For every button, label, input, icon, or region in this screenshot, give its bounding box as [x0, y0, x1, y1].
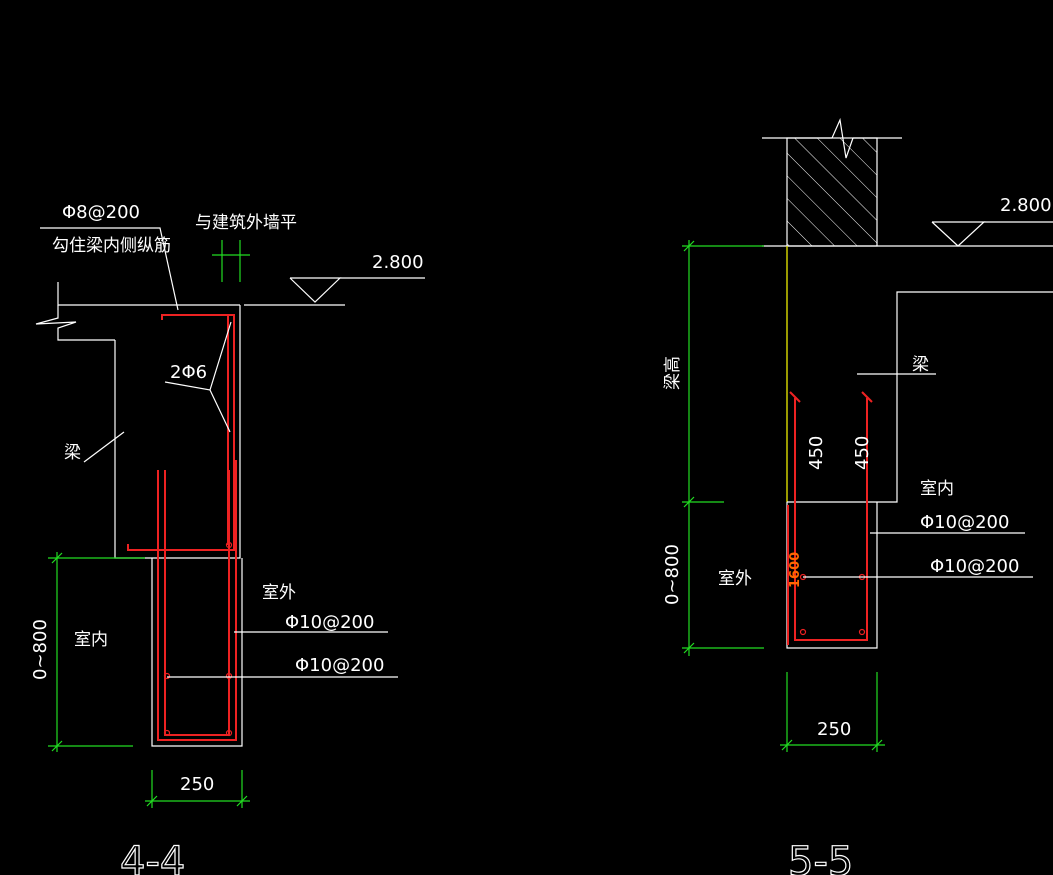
section-title: 5-5 [788, 839, 853, 875]
indoor-label: 室内 [920, 479, 954, 499]
beam-stirrup [127, 314, 235, 551]
depth-label: 0~800 [662, 544, 683, 605]
width-dim-tick [236, 795, 248, 807]
lap-label-a: 450 [806, 436, 827, 470]
depth-dim-tick [51, 552, 63, 564]
width-dim-tick [146, 795, 158, 807]
section-4-4: 2.800 Φ8@200 勾住梁内侧纵筋 与建筑外墙平 2Φ6 梁 室外 Φ10… [30, 202, 425, 875]
elevation-marker [289, 277, 342, 303]
wall-bar-outer [794, 398, 868, 641]
elevation-marker [931, 221, 986, 247]
rebar-dot [225, 541, 233, 549]
break-symbol [35, 305, 115, 341]
beam-height-label: 梁高 [663, 356, 683, 390]
wall-hatch [787, 138, 877, 246]
wall-outline [151, 558, 243, 747]
section-5-5: 2.800 梁 450 450 1600 室内 Φ10@200 Φ10@200 … [662, 117, 1053, 875]
indoor-label: 室内 [74, 630, 108, 650]
beam-label: 梁 [64, 443, 81, 463]
flush-note: 与建筑外墙平 [195, 213, 297, 233]
depth-dim-tick [51, 740, 63, 752]
red-dim-label: 1600 [788, 552, 803, 588]
rebar-label-b: Φ10@200 [930, 556, 1019, 577]
dim-tick [683, 496, 695, 508]
rebar-label-a: Φ10@200 [285, 612, 374, 633]
rebar-dot [225, 729, 233, 737]
lap-label-b: 450 [852, 436, 873, 470]
break-symbol [831, 117, 854, 159]
rebar-dot [799, 628, 807, 636]
side-bars-label: 2Φ6 [170, 362, 207, 383]
bar-hook [861, 391, 873, 403]
elevation-label: 2.800 [1000, 195, 1052, 216]
dim-tick [683, 240, 695, 252]
stirrup-label: Φ8@200 [62, 202, 140, 223]
beam-right-edge [152, 305, 241, 559]
elevation-label: 2.800 [372, 252, 424, 273]
dim-tick [683, 642, 695, 654]
wall-bar-inner [164, 470, 230, 736]
width-label: 250 [180, 774, 214, 795]
outdoor-label: 室外 [262, 583, 296, 603]
bar-hook [789, 391, 801, 403]
stirrup-note: 勾住梁内侧纵筋 [52, 236, 171, 256]
rebar-dot [225, 672, 233, 680]
rebar-dot [163, 729, 171, 737]
wall-bar-outer [157, 460, 237, 741]
side-bars-leader [209, 389, 231, 433]
outdoor-label: 室外 [718, 569, 752, 589]
beam-outline [114, 340, 152, 559]
width-dim-tick [871, 739, 883, 751]
section-title: 4-4 [120, 839, 185, 875]
rebar-label-b: Φ10@200 [295, 655, 384, 676]
rebar-dot [858, 628, 866, 636]
depth-label: 0~800 [30, 619, 51, 680]
beam-leader [83, 431, 125, 463]
slab-top-line [57, 282, 240, 306]
width-label: 250 [817, 719, 851, 740]
rebar-label-a: Φ10@200 [920, 512, 1009, 533]
width-dim-tick [781, 739, 793, 751]
rebar-dot [163, 672, 171, 680]
beam-label: 梁 [912, 355, 929, 375]
beam-outline [787, 291, 1053, 503]
stirrup-leader [40, 227, 179, 311]
